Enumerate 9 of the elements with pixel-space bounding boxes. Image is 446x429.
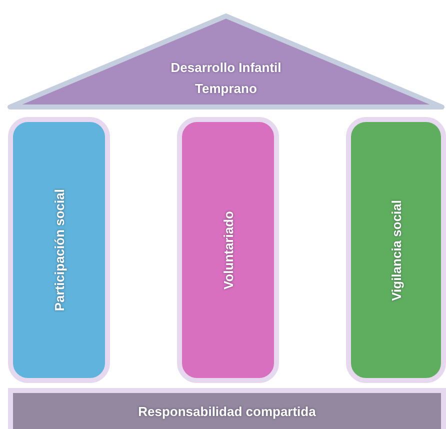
base-label: Responsabilidad compartida [138,404,316,418]
pillar-box [8,117,110,383]
pillar-label: Participación social [52,188,66,312]
roof-label: Desarrollo Infantil Temprano [170,59,282,98]
pillar-label: Vigilancia social [388,200,404,300]
pillar-label: Voluntariado [220,210,236,290]
base-bar [8,388,446,429]
pillar-box [177,117,279,383]
pillar-box [346,117,446,383]
